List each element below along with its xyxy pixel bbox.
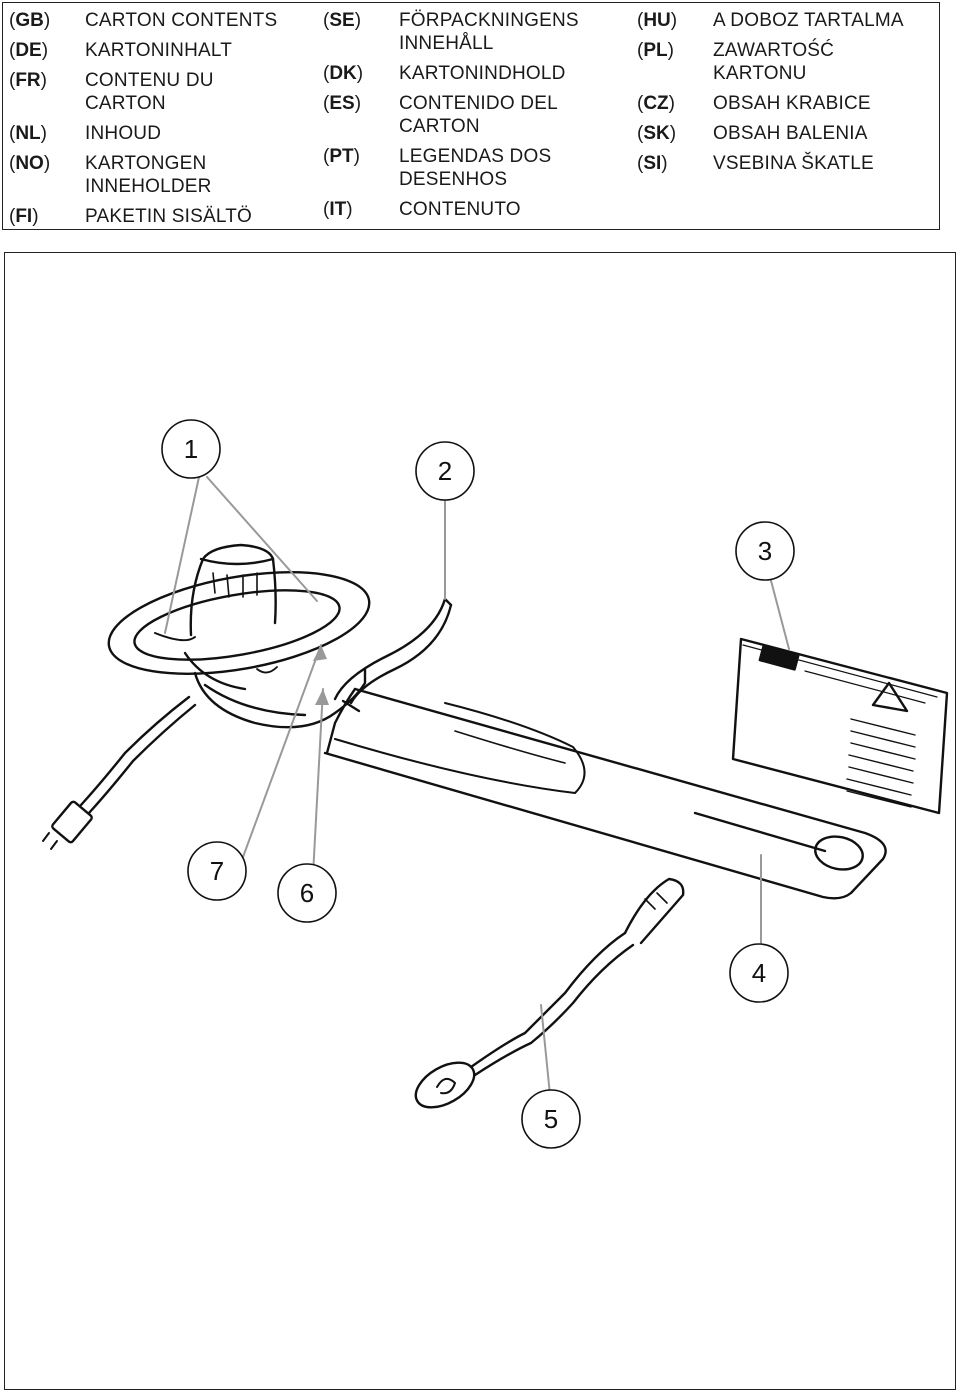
- leader-arrows: [313, 645, 329, 705]
- probe-drawing: [414, 877, 685, 1109]
- svg-text:3: 3: [758, 536, 772, 566]
- svg-text:5: 5: [544, 1104, 558, 1134]
- product-illustration-panel: 1 2 3 4 5 6 7: [4, 252, 956, 1390]
- svg-text:4: 4: [752, 958, 766, 988]
- leader-lines: [164, 476, 790, 1106]
- callout-5: 5: [521, 1089, 581, 1149]
- callout-3: 3: [735, 521, 795, 581]
- carton-contents-drawing: 1 2 3 4 5 6 7: [42, 419, 949, 1149]
- cable-drawing: [42, 695, 197, 850]
- tube-drawing: [323, 687, 887, 900]
- callout-1: 1: [161, 419, 221, 479]
- svg-text:2: 2: [438, 456, 452, 486]
- language-legend: (GB) CARTON CONTENTS (DE) KARTONINHALT (…: [2, 2, 940, 230]
- svg-text:6: 6: [300, 878, 314, 908]
- callout-2: 2: [415, 441, 475, 501]
- svg-text:1: 1: [184, 434, 198, 464]
- callout-7: 7: [187, 841, 247, 901]
- valve-flap-drawing: [333, 597, 453, 713]
- hat-drawing: [107, 543, 371, 675]
- svg-text:7: 7: [210, 856, 224, 886]
- callout-6: 6: [277, 863, 337, 923]
- callout-4: 4: [729, 943, 789, 1003]
- instruction-booklet-drawing: [731, 637, 949, 815]
